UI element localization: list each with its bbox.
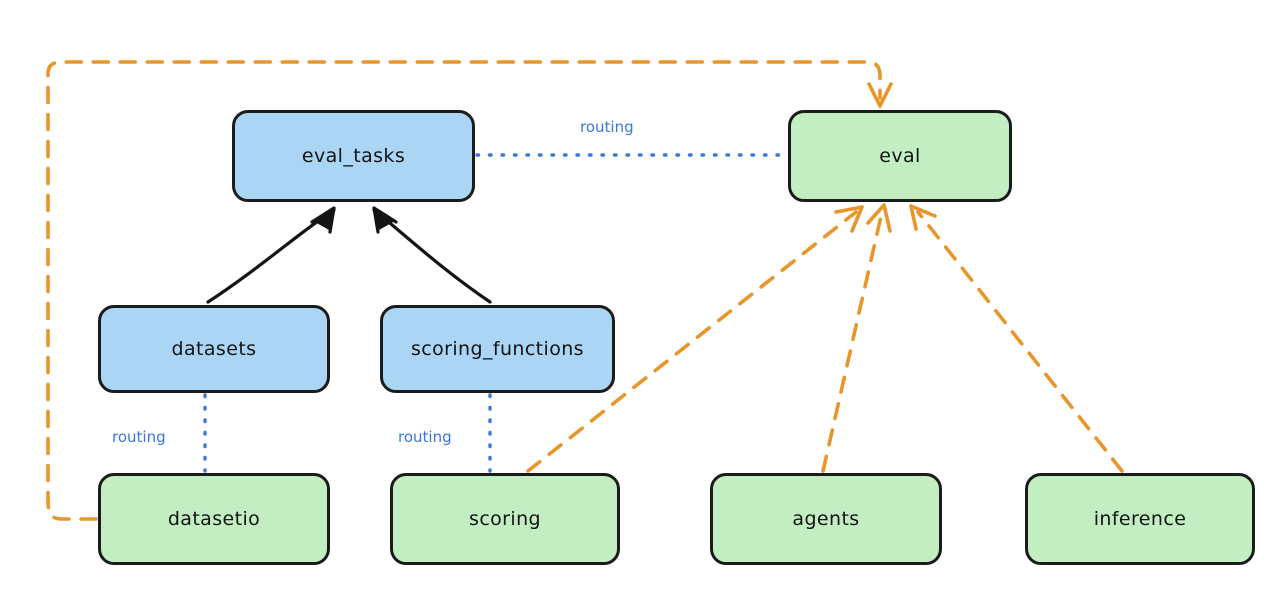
node-datasets[interactable]: datasets [98, 305, 330, 393]
edge-label-routing-scoring-functions: routing [398, 428, 452, 446]
node-inference[interactable]: inference [1025, 473, 1255, 565]
edge-agents-to-eval [821, 203, 892, 473]
node-scoring[interactable]: scoring [390, 473, 620, 565]
node-label-eval: eval [879, 145, 921, 167]
node-scoring-functions[interactable]: scoring_functions [380, 305, 615, 393]
edge-scoring-functions-to-eval-tasks [372, 206, 492, 304]
node-eval[interactable]: eval [788, 110, 1012, 202]
node-datasetio[interactable]: datasetio [98, 473, 330, 565]
node-label-inference: inference [1093, 508, 1187, 530]
node-label-scoring: scoring [469, 508, 541, 530]
node-agents[interactable]: agents [710, 473, 942, 565]
node-label-scoring-functions: scoring_functions [411, 338, 584, 360]
edge-datasets-to-eval-tasks [206, 206, 336, 304]
edge-inference-to-eval [909, 204, 1124, 473]
node-label-agents: agents [792, 508, 860, 530]
edge-label-routing-datasets: routing [112, 428, 166, 446]
node-eval-tasks[interactable]: eval_tasks [232, 110, 475, 202]
node-label-datasetio: datasetio [167, 508, 261, 530]
node-label-eval-tasks: eval_tasks [301, 145, 406, 167]
node-label-datasets: datasets [171, 338, 257, 360]
edge-label-routing-eval-tasks: routing [580, 118, 634, 136]
